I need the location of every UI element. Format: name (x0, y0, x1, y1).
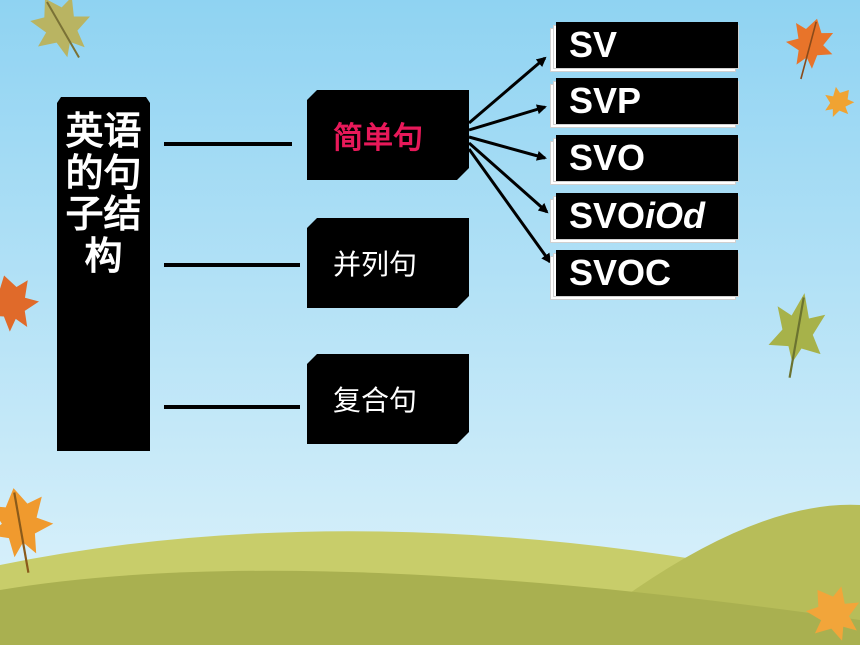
autumn-leaf-icon (30, 0, 90, 58)
pattern-svoc-label: SVOC (569, 252, 672, 293)
pattern-svp-box: SVP (556, 78, 738, 124)
arrow-sv (468, 56, 547, 125)
category-simple-sentence: 简单句 (307, 90, 469, 180)
pattern-sv-label: SV (569, 24, 618, 65)
pattern-svoiod-label-italic: iOd (645, 195, 706, 236)
pattern-svoc: SVOC (550, 250, 739, 302)
pattern-svo: SVO (550, 135, 739, 187)
pattern-svo-label: SVO (569, 137, 646, 178)
pattern-svp: SVP (550, 78, 739, 130)
category-simple-label: 简单句 (333, 121, 423, 156)
autumn-leaf-icon (768, 293, 826, 378)
arrow-svo (468, 135, 547, 161)
pattern-sv: SV (550, 22, 739, 74)
root-node: 英语的句子结构 (57, 97, 150, 451)
arrow-svp (468, 104, 547, 132)
pattern-svo-box: SVO (556, 135, 738, 181)
root-title: 英语的句子结构 (65, 109, 142, 278)
pattern-sv-box: SV (556, 22, 738, 68)
category-complex-label: 复合句 (333, 384, 418, 417)
autumn-leaf-icon (825, 86, 855, 117)
category-complex-sentence: 复合句 (307, 354, 469, 444)
category-compound-sentence: 并列句 (307, 218, 469, 308)
arrow-svoc (467, 148, 552, 264)
autumn-leaf-icon (785, 18, 834, 80)
autumn-leaf-icon (805, 586, 860, 641)
autumn-leaf-icon (0, 488, 54, 573)
hill-front (0, 570, 860, 645)
pattern-svoc-box: SVOC (556, 250, 738, 296)
autumn-leaf-icon (0, 275, 40, 332)
pattern-svoiod-label-main: SVO (569, 195, 646, 236)
arrow-svoiod (468, 141, 549, 214)
category-compound-label: 并列句 (333, 248, 418, 281)
pattern-svp-label: SVP (569, 80, 642, 121)
